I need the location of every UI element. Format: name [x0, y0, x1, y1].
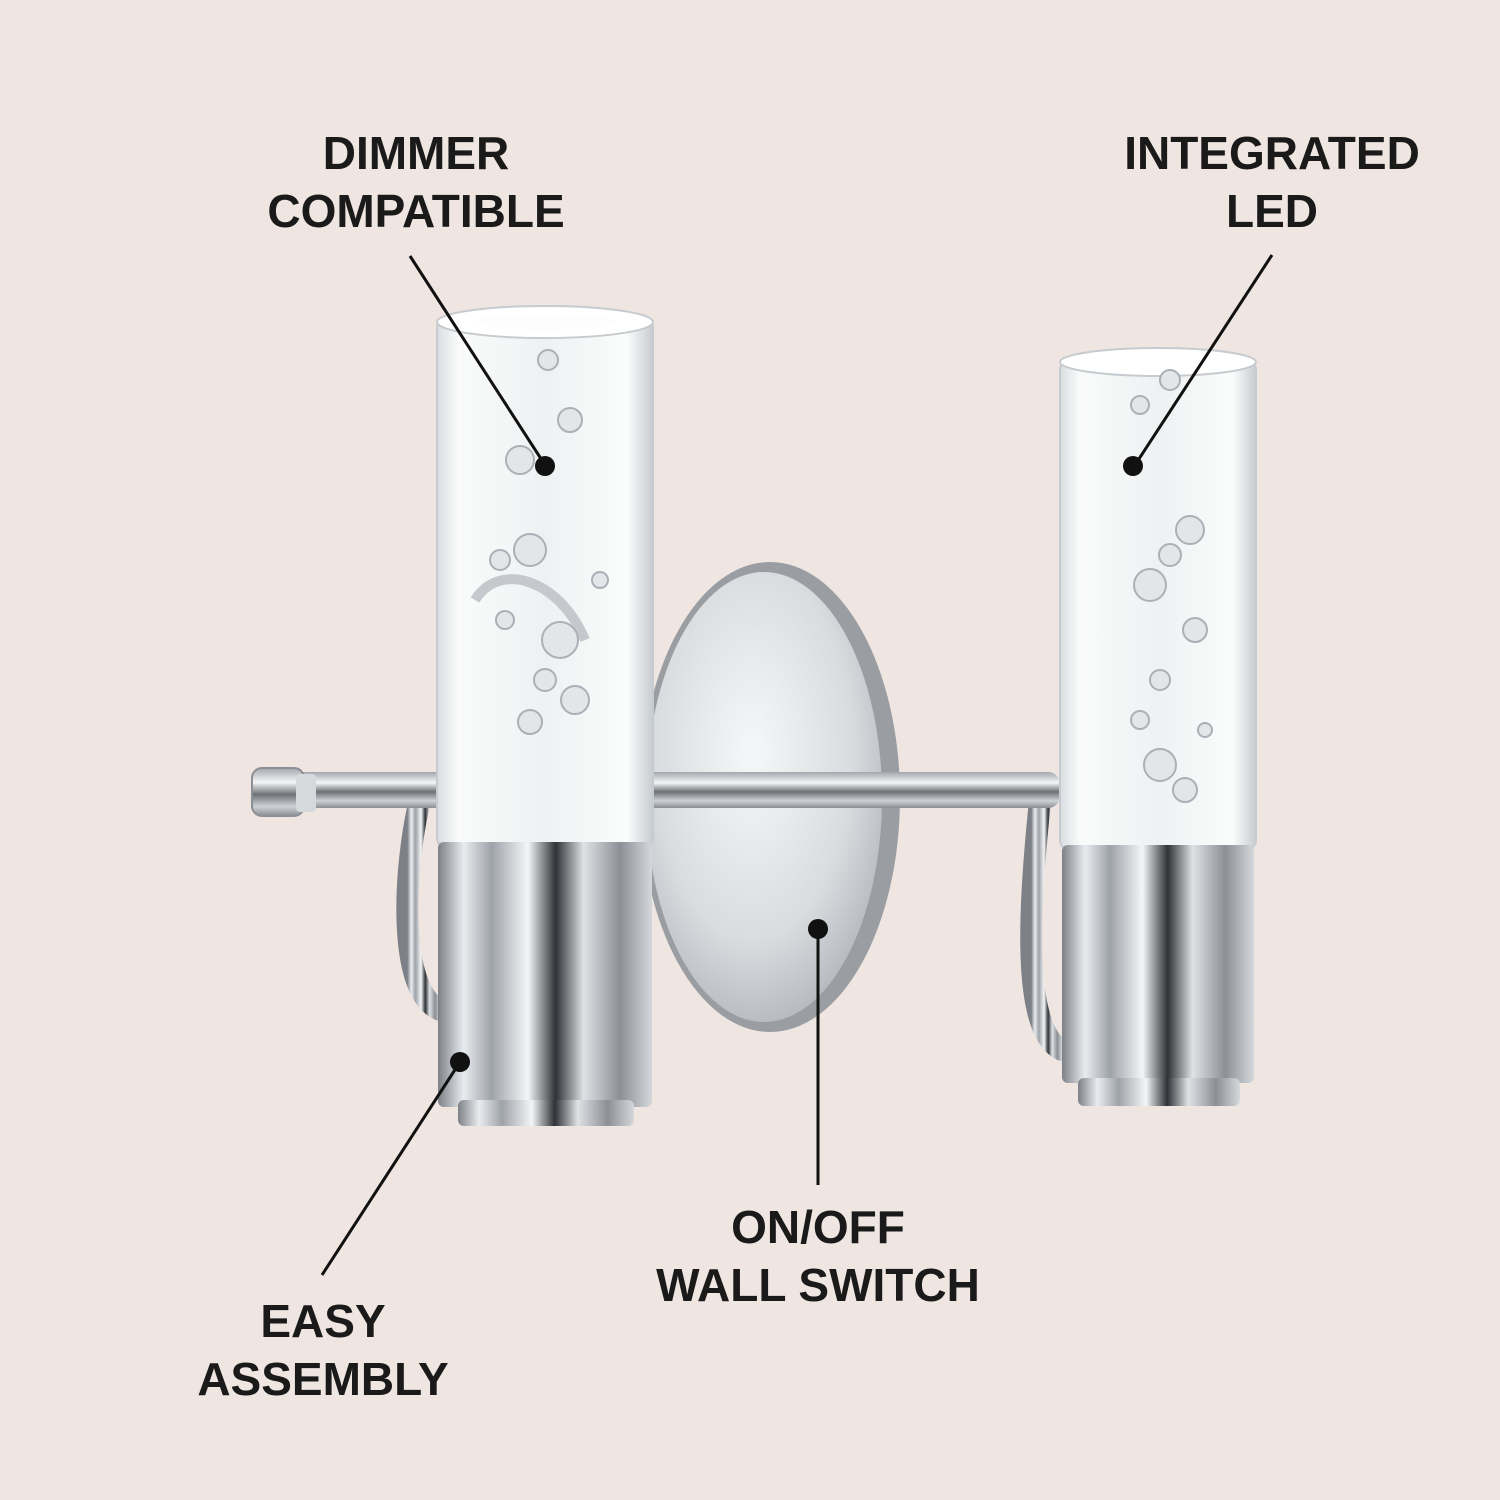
right-chrome-base: [1062, 845, 1254, 1106]
callout-dimmer-leader: [408, 255, 555, 476]
switch-line-2: WALL SWITCH: [656, 1259, 980, 1311]
callout-assembly-leader: [320, 1052, 470, 1276]
callout-led-leader: [1123, 254, 1274, 476]
right-glass-shade: [1059, 347, 1257, 851]
left-glass-shade: [436, 305, 654, 849]
easy-assembly-label: EASY ASSEMBLY: [123, 1292, 523, 1408]
dimmer-line-1: DIMMER: [322, 127, 510, 179]
integrated-led-label: INTEGRATED LED: [1072, 124, 1472, 240]
left-arm: [396, 789, 451, 1021]
dimmer-line-2: COMPATIBLE: [267, 185, 565, 237]
assembly-line-2: ASSEMBLY: [197, 1353, 449, 1405]
assembly-line-1: EASY: [260, 1295, 386, 1347]
left-chrome-base: [438, 842, 652, 1126]
led-line-2: LED: [1226, 185, 1318, 237]
led-line-1: INTEGRATED: [1124, 127, 1420, 179]
callout-switch-leader: [808, 919, 828, 1185]
wall-switch-label: ON/OFF WALL SWITCH: [618, 1198, 1018, 1314]
switch-line-1: ON/OFF: [731, 1201, 905, 1253]
right-arm: [1020, 789, 1073, 1061]
dimmer-compatible-label: DIMMER COMPATIBLE: [216, 124, 616, 240]
